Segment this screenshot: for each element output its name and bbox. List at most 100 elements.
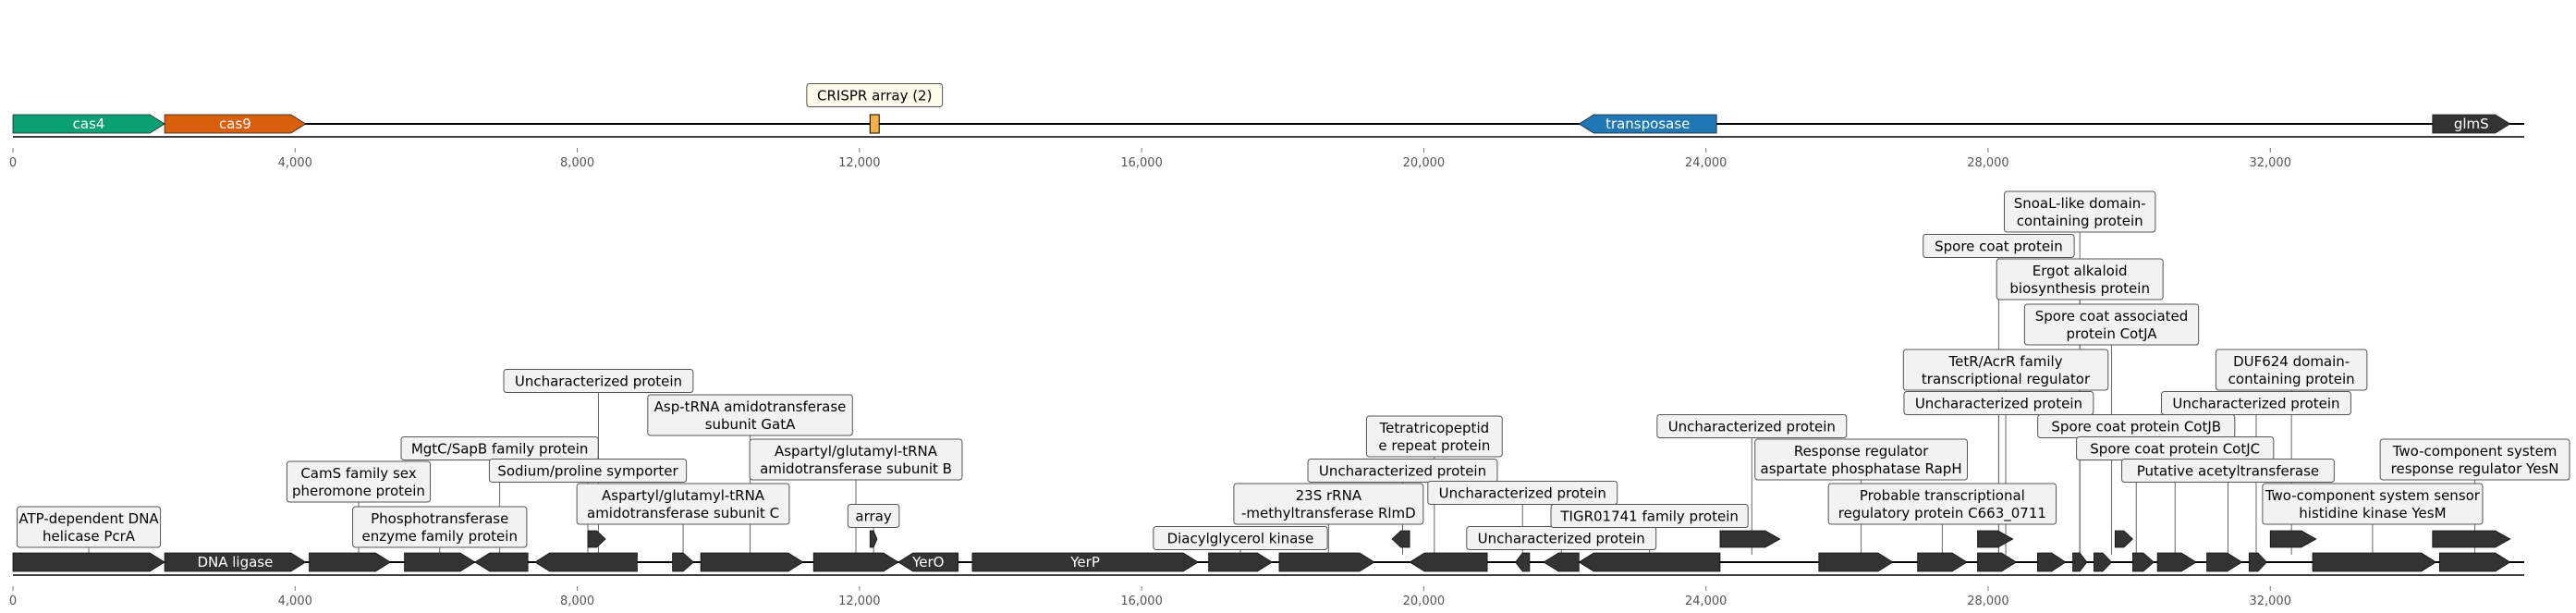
gene-arrow[interactable] bbox=[2156, 552, 2197, 572]
annotation-label-text: amidotransferase subunit B bbox=[760, 460, 952, 477]
top-axis-tick-label: 0 bbox=[9, 156, 17, 170]
gene-arrow[interactable] bbox=[1543, 552, 1580, 572]
annotation-label-text: Response regulator bbox=[1794, 443, 1929, 460]
top-axis-tick-label: 12,000 bbox=[838, 156, 881, 170]
annotation-label-box bbox=[2003, 190, 2156, 233]
gene-arrow[interactable] bbox=[164, 552, 307, 572]
gene-arrow[interactable] bbox=[2312, 552, 2437, 572]
annotation-label: Spore coat protein bbox=[1923, 234, 2075, 258]
bottom-axis-tick-label: 24,000 bbox=[1685, 595, 1728, 608]
annotation-label-text: CamS family sex bbox=[300, 465, 416, 482]
annotation-label-box bbox=[1233, 483, 1424, 525]
annotation-label-box bbox=[1754, 438, 1968, 481]
gene-transposase[interactable] bbox=[1578, 114, 1717, 134]
gene-arrow-raised[interactable] bbox=[2269, 530, 2317, 548]
annotation-label-text: Phosphotransferase bbox=[371, 510, 508, 527]
gene-label-glmS: glmS bbox=[2454, 116, 2489, 132]
annotation-label-box bbox=[1923, 234, 2075, 258]
gene-arrow[interactable] bbox=[1515, 552, 1531, 572]
annotation-label-text: Uncharacterized protein bbox=[515, 374, 682, 390]
gene-arrow-raised[interactable] bbox=[1391, 530, 1410, 548]
annotation-label-text: TIGR01741 family protein bbox=[1559, 509, 1739, 525]
annotation-label-text: regulatory protein C663_0711 bbox=[1838, 505, 2046, 522]
gene-label: YerO bbox=[911, 554, 944, 570]
gene-arrow[interactable] bbox=[1278, 552, 1375, 572]
gene-arrow[interactable] bbox=[1818, 552, 1894, 572]
gene-arrow[interactable] bbox=[2094, 552, 2113, 572]
gene-arrow[interactable] bbox=[2036, 552, 2067, 572]
gene-arrow[interactable] bbox=[534, 552, 638, 572]
gene-arrow[interactable] bbox=[672, 552, 695, 572]
crispr-array[interactable] bbox=[869, 114, 880, 134]
gene-arrow[interactable] bbox=[2439, 552, 2511, 572]
gene-glmS[interactable] bbox=[2432, 114, 2511, 134]
gene-arrow[interactable] bbox=[1578, 552, 1721, 572]
gene-arrow-raised[interactable] bbox=[869, 530, 878, 548]
annotation-label: Uncharacterized protein bbox=[1307, 459, 1498, 483]
annotation-label-text: Uncharacterized protein bbox=[1319, 463, 1486, 480]
annotation-label-text: Sodium/proline symporter bbox=[497, 463, 678, 480]
gene-arrow-raised[interactable] bbox=[2432, 530, 2511, 548]
annotation-label-box bbox=[1656, 414, 1848, 438]
annotation-label: DUF624 domain-containing protein bbox=[2215, 349, 2368, 391]
annotation-label: Uncharacterized protein bbox=[1903, 391, 2094, 415]
annotation-label-text: enzyme family protein bbox=[361, 528, 517, 545]
gene-arrow[interactable] bbox=[1208, 552, 1274, 572]
annotation-label-box bbox=[1827, 483, 2057, 525]
annotation-label-box bbox=[2161, 391, 2351, 415]
gene-arrow[interactable] bbox=[1409, 552, 1488, 572]
gene-arrow[interactable] bbox=[2072, 552, 2088, 572]
annotation-label-text: e repeat protein bbox=[1378, 437, 1490, 454]
gene-arrow[interactable] bbox=[700, 552, 804, 572]
annotation-label: Uncharacterized protein bbox=[2161, 391, 2351, 415]
annotation-label-text: subunit GatA bbox=[705, 416, 796, 433]
gene-arrow[interactable] bbox=[897, 552, 959, 572]
annotation-label-box bbox=[1903, 391, 2094, 415]
annotation-label-text: Diacylglycerol kinase bbox=[1167, 531, 1314, 547]
gene-label-cas9: cas9 bbox=[219, 116, 251, 132]
gene-arrow[interactable] bbox=[12, 552, 165, 572]
annotation-label-text: Spore coat protein CotJC bbox=[2090, 441, 2260, 458]
gene-arrow[interactable] bbox=[812, 552, 899, 572]
gene-arrow[interactable] bbox=[2132, 552, 2155, 572]
gene-arrow[interactable] bbox=[309, 552, 392, 572]
annotation-label-text: transcriptional regulator bbox=[1922, 371, 2091, 387]
gene-arrow[interactable] bbox=[1977, 552, 2018, 572]
annotation-label-text: DUF624 domain- bbox=[2233, 353, 2350, 370]
annotation-label-box bbox=[1427, 481, 1618, 505]
annotation-label: array bbox=[847, 504, 900, 528]
annotation-label-text: pheromone protein bbox=[292, 483, 425, 499]
gene-arrow-raised[interactable] bbox=[2114, 530, 2134, 548]
gene-arrow[interactable] bbox=[404, 552, 476, 572]
annotation-label-text: MgtC/SapB family protein bbox=[411, 441, 589, 458]
gene-arrow[interactable] bbox=[2206, 552, 2243, 572]
annotation-label-text: Putative acetyltransferase bbox=[2137, 463, 2319, 480]
annotation-label-box bbox=[749, 438, 963, 481]
gene-cas4[interactable] bbox=[12, 114, 165, 134]
annotation-label-text: Aspartyl/glutamyl-tRNA bbox=[775, 443, 938, 460]
gene-arrow[interactable] bbox=[2248, 552, 2267, 572]
gene-arrow[interactable] bbox=[474, 552, 529, 572]
gene-arrow-raised[interactable] bbox=[587, 530, 606, 548]
gene-arrow[interactable] bbox=[971, 552, 1199, 572]
gene-arrow-raised[interactable] bbox=[1977, 530, 2014, 548]
annotation-label-text: protein CotJA bbox=[2067, 325, 2158, 342]
gene-arrow[interactable] bbox=[1917, 552, 1968, 572]
annotation-label-box bbox=[16, 506, 162, 548]
annotation-label: Putative acetyltransferase bbox=[2121, 459, 2335, 483]
annotation-label: 23S rRNA-methyltransferase RlmD bbox=[1233, 483, 1424, 525]
annotation-label-box bbox=[847, 504, 900, 528]
top-axis-tick-label: 20,000 bbox=[1403, 156, 1446, 170]
gene-cas9[interactable] bbox=[164, 114, 307, 134]
gene-arrow-raised[interactable] bbox=[1719, 530, 1781, 548]
